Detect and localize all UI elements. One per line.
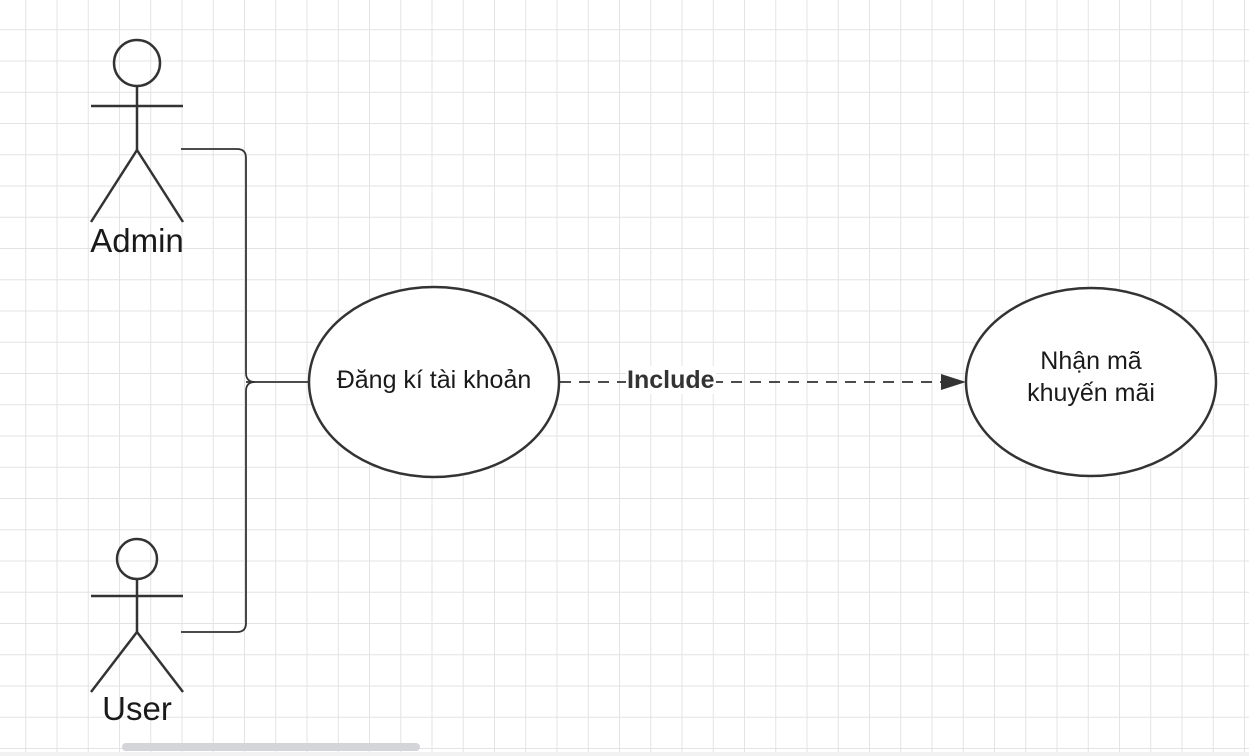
actor-admin-label: Admin [90,222,184,259]
include-label: Include [626,366,716,394]
include-arrowhead-icon [941,374,966,390]
actor-admin-right-leg [135,149,185,223]
actor-user-right-leg [136,631,184,693]
actor-admin[interactable] [89,38,185,223]
usecase-register-ellipse[interactable] [307,285,561,479]
association-user-register[interactable] [181,381,256,633]
actor-user-left-leg [90,631,138,693]
canvas-bottom-edge [0,752,1249,756]
actor-admin-head [112,38,162,88]
usecase-promo-label-line-1: Nhận mã [1040,347,1142,375]
usecase-promo-label: Nhận mã khuyến mãi [986,345,1196,409]
horizontal-scrollbar-thumb[interactable] [122,743,420,751]
actor-user-label: User [102,690,172,727]
actor-user-head [115,537,159,581]
usecase-promo-label-line-2: khuyến mãi [1027,379,1155,407]
usecase-register-label: Đăng kí tài khoản [336,366,532,394]
actor-admin-left-leg [89,149,139,223]
actor-user[interactable] [90,537,184,693]
association-admin-register[interactable] [181,148,256,383]
